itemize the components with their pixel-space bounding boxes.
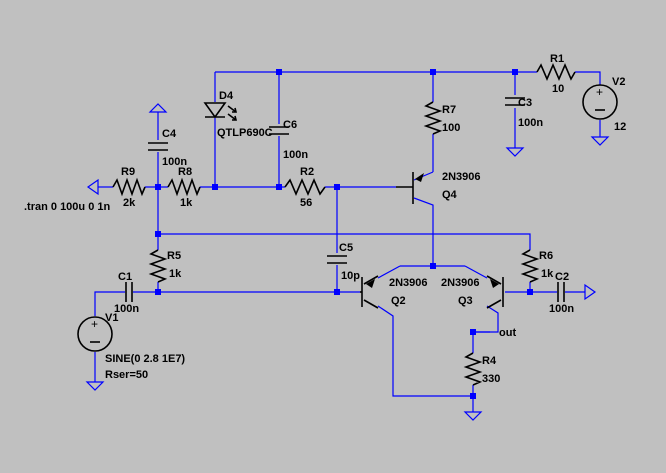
resistor-r6[interactable]: [520, 249, 540, 283]
wires: [94, 71, 601, 412]
voltage-source-v1[interactable]: +: [77, 316, 113, 352]
ground-icon: [463, 411, 483, 421]
capacitor-c5[interactable]: [327, 255, 347, 264]
transistor-q3[interactable]: [486, 275, 504, 309]
label-c4-name: C4: [162, 128, 177, 140]
label-v2-value: 12: [614, 121, 626, 133]
port-arrow-icon: [86, 178, 99, 196]
label-c6-value: 100n: [283, 149, 308, 161]
resistor-r7[interactable]: [423, 101, 443, 135]
capacitor-c1[interactable]: [125, 282, 133, 302]
resistor-r8[interactable]: [167, 177, 201, 197]
label-r2-name: R2: [300, 166, 314, 178]
label-q4-value: 2N3906: [442, 171, 481, 183]
capacitor-c4[interactable]: [148, 142, 168, 151]
label-q3-value: 2N3906: [441, 277, 480, 289]
resistor-r4[interactable]: [463, 352, 483, 386]
label-c5-value: 10p: [341, 270, 360, 282]
label-r4-value: 330: [482, 373, 500, 385]
net-label-out: out: [499, 327, 516, 339]
ground-icon: [85, 381, 105, 391]
label-d4-name: D4: [219, 90, 234, 102]
plus-sign-icon: +: [91, 317, 98, 331]
resistor-r5[interactable]: [148, 249, 168, 283]
resistor-r1[interactable]: [536, 62, 576, 82]
capacitor-c2[interactable]: [557, 282, 565, 302]
label-r9-name: R9: [121, 166, 135, 178]
label-c2-name: C2: [555, 271, 569, 283]
label-r2-value: 56: [300, 197, 312, 209]
label-v1-extra: Rser=50: [105, 369, 148, 381]
led-emission-arrows-icon: [227, 105, 238, 121]
label-q4-name: Q4: [442, 189, 458, 201]
capacitor-c6[interactable]: [269, 126, 289, 135]
label-r1-name: R1: [550, 53, 564, 65]
label-q2-value: 2N3906: [389, 277, 428, 289]
label-d4-value: QTLP690C: [217, 127, 273, 139]
resistor-r9[interactable]: [112, 177, 146, 197]
label-r1-value: 10: [552, 83, 564, 95]
label-c4-value: 100n: [162, 156, 187, 168]
label-q3-name: Q3: [458, 295, 473, 307]
label-c1-value: 100n: [114, 303, 139, 315]
component-labels: R1 10 V2 12 C3 100n R7 100 2N3906 Q4 C6 …: [24, 53, 626, 385]
label-c3-name: C3: [518, 97, 532, 109]
tran-directive: .tran 0 100u 0 1n: [24, 201, 110, 213]
label-r6-value: 1k: [541, 268, 554, 280]
label-c1-name: C1: [118, 271, 132, 283]
label-c5-name: C5: [339, 242, 353, 254]
port-arrow-icon: [584, 283, 597, 301]
led-d4[interactable]: [203, 102, 238, 121]
capacitor-c3[interactable]: [505, 97, 525, 106]
label-r5-name: R5: [167, 250, 181, 262]
plus-sign-icon: +: [596, 85, 603, 99]
label-c2-value: 100n: [549, 303, 574, 315]
transistor-q2[interactable]: [360, 275, 379, 309]
resistor-r2[interactable]: [284, 177, 326, 197]
transistor-q4[interactable]: [396, 172, 424, 204]
label-r4-name: R4: [482, 355, 497, 367]
ground-icon: [505, 147, 525, 157]
label-v1-name: V1: [105, 312, 118, 324]
label-r9-value: 2k: [123, 197, 136, 209]
ground-icon: [590, 136, 610, 146]
label-q2-name: Q2: [391, 295, 406, 307]
label-c6-name: C6: [283, 119, 297, 131]
ground-icon-inverted: [148, 103, 168, 120]
label-r7-name: R7: [442, 104, 456, 116]
junctions: [155, 69, 533, 399]
label-r5-value: 1k: [169, 268, 182, 280]
label-v2-name: V2: [612, 76, 625, 88]
voltage-source-v2[interactable]: +: [582, 84, 618, 120]
label-r8-value: 1k: [180, 197, 193, 209]
label-c3-value: 100n: [518, 117, 543, 129]
label-v1-value: SINE(0 2.8 1E7): [105, 353, 185, 365]
label-r6-name: R6: [539, 250, 553, 262]
label-r7-value: 100: [442, 122, 460, 134]
label-r8-name: R8: [178, 166, 192, 178]
